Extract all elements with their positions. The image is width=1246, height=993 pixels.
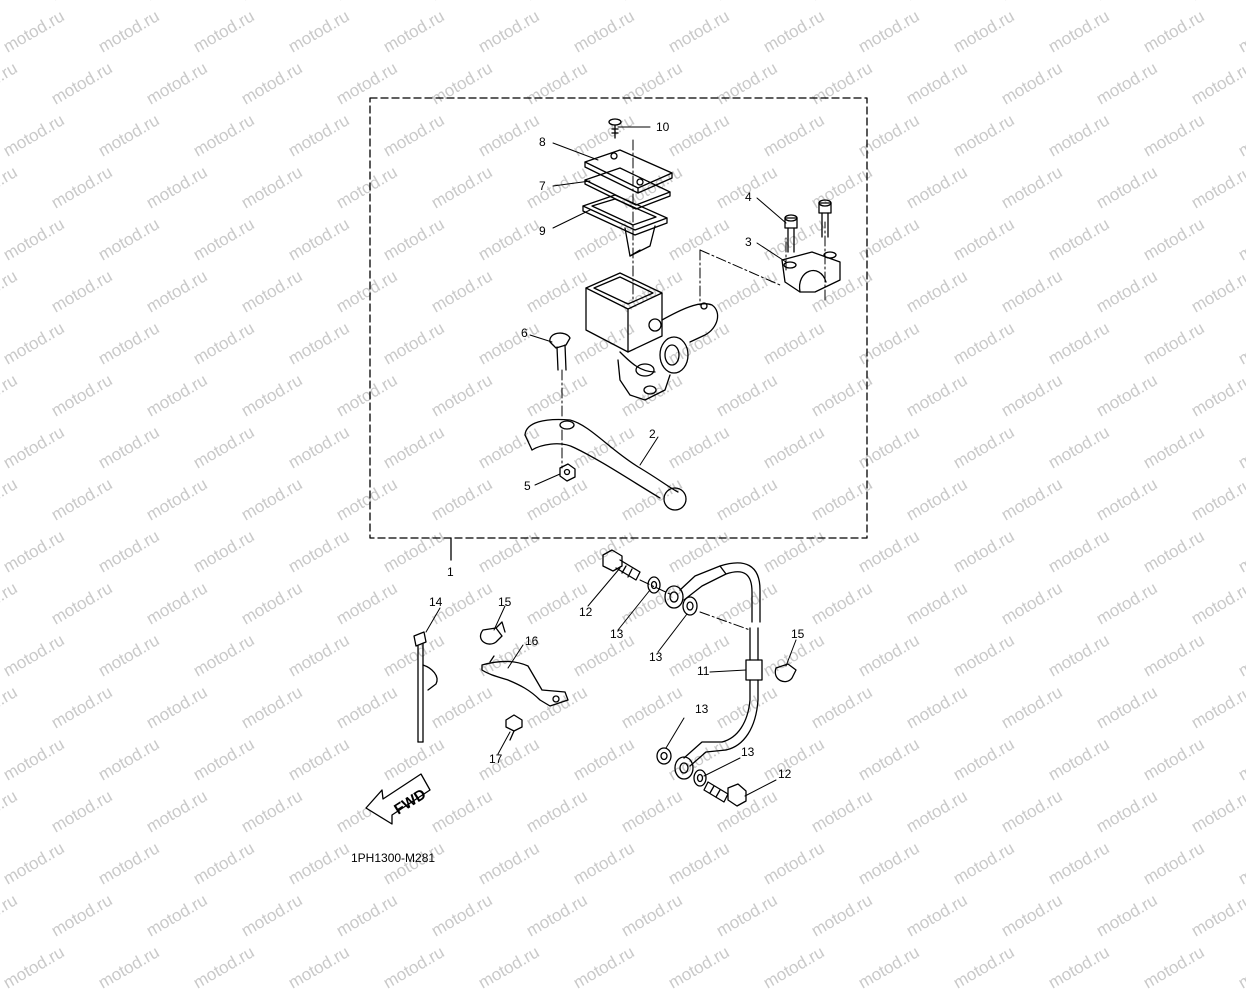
assembly-axes [561, 139, 826, 631]
watermark-text: motod.ru [1235, 942, 1246, 993]
clutch-lever [524, 418, 687, 511]
parts-diagram: FWD 1 2 3 4 5 6 7 8 9 10 11 [351, 97, 868, 865]
watermark-text: motod.ru [665, 942, 733, 993]
callout-numbers: 1 2 3 4 5 6 7 8 9 10 11 12 12 13 13 13 1… [429, 120, 805, 781]
callout-13-b: 13 [649, 650, 663, 664]
watermark-text: motod.ru [950, 942, 1018, 993]
leader-lines [425, 126, 797, 797]
copper-washers-upper [647, 576, 698, 616]
forward-direction-arrow: FWD [365, 773, 431, 825]
callout-2: 2 [649, 427, 656, 441]
reservoir-cap-screw [608, 118, 622, 139]
diaphragm [582, 194, 668, 257]
assembly-frame [369, 97, 868, 539]
callout-15-right: 15 [791, 627, 805, 641]
union-bolt-upper [602, 549, 641, 581]
callout-10: 10 [656, 120, 670, 134]
callout-3: 3 [745, 235, 752, 249]
hose-clip-left [479, 621, 506, 645]
watermark-text: motod.ru [475, 942, 543, 993]
watermark-text: motod.ru [0, 942, 68, 993]
callout-12-lower: 12 [778, 767, 792, 781]
callout-4: 4 [745, 190, 752, 204]
hose-guide-bracket [481, 655, 569, 707]
lever-nut [559, 463, 576, 482]
watermark-text: motod.ru [95, 942, 163, 993]
bracket-bolt [505, 714, 523, 741]
cable-tie [413, 631, 438, 743]
callout-13-c: 13 [695, 702, 709, 716]
callout-13-d: 13 [741, 745, 755, 759]
watermark-text: motod.ru [285, 942, 353, 993]
watermark-text: motod.ru [190, 942, 258, 993]
callout-11: 11 [697, 664, 710, 678]
callout-14: 14 [429, 595, 443, 609]
reservoir-cap [584, 149, 673, 194]
callout-9: 9 [539, 224, 546, 238]
callout-1: 1 [447, 565, 454, 579]
callout-12-upper: 12 [579, 605, 593, 619]
callout-13-a: 13 [610, 627, 624, 641]
callout-6: 6 [521, 326, 528, 340]
callout-16: 16 [525, 634, 539, 648]
copper-washers-lower [656, 747, 707, 787]
master-cylinder-body [585, 272, 719, 401]
diagram-code: 1PH1300-M281 [351, 851, 435, 865]
union-bolt-lower [703, 781, 747, 807]
handlebar-holder [781, 251, 841, 293]
clutch-hose [664, 562, 763, 780]
callout-17: 17 [489, 752, 503, 766]
watermark-text: motod.ru [855, 942, 923, 993]
hose-clip-right [774, 663, 797, 683]
callout-15-left: 15 [498, 595, 512, 609]
watermark-text: motod.ru [1140, 942, 1208, 993]
callout-7: 7 [539, 179, 546, 193]
watermark-text: motod.ru [760, 942, 828, 993]
lever-pivot-bolt [549, 332, 571, 371]
watermark-text: motod.ru [1045, 942, 1113, 993]
watermark-text: motod.ru [570, 942, 638, 993]
callout-8: 8 [539, 135, 546, 149]
callout-5: 5 [524, 479, 531, 493]
watermark-text: motod.ru [380, 942, 448, 993]
holder-bolts [784, 199, 832, 253]
